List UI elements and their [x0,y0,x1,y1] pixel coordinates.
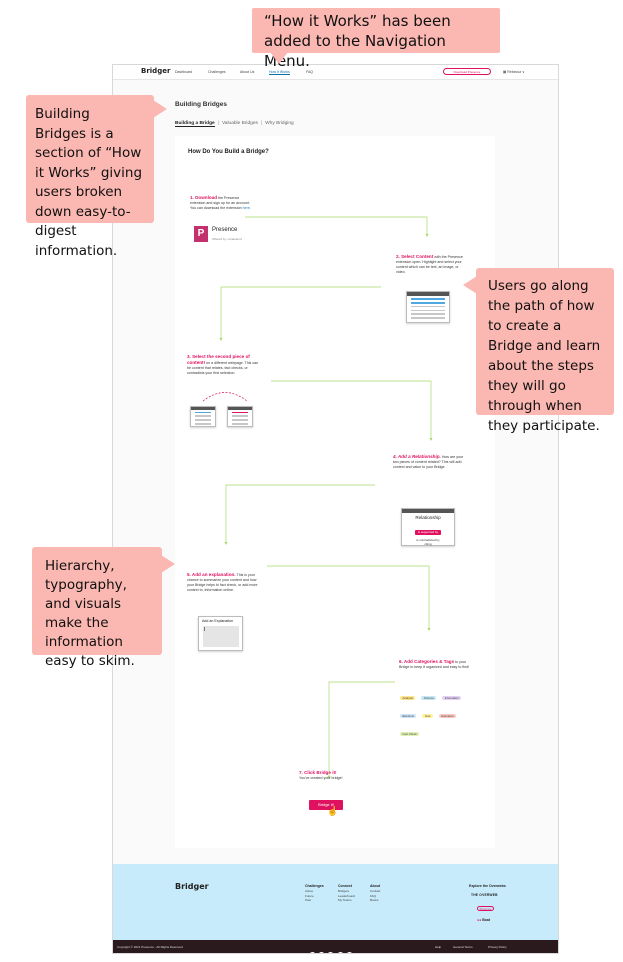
footer-col-connect: Connect Bridgers Leaderboard My Teams [338,884,356,903]
browser-frame: Bridger Dashboard Challenges About Us Ho… [112,64,559,954]
tag-chip[interactable]: Education [438,714,457,719]
explanation-title: Add an Explanation [202,619,234,623]
tag-chip[interactable]: Elections [400,714,417,719]
boat-icon: ●● [477,918,483,922]
step-2: 2. Select Content with the Presence exte… [396,254,463,274]
nav-item-how-it-works[interactable]: How It Works [269,70,290,75]
subnav-divider: | [260,121,263,126]
callout-hierarchy: Hierarchy, typography, and visuals make … [32,547,162,669]
footer-link[interactable]: Past [305,898,312,903]
explore-heading: Explore the Overwebs [469,884,506,888]
bridger-logo[interactable]: Bridger [141,67,171,75]
tag-chip[interactable]: Analysis [400,696,416,701]
second-content-illustration [227,406,253,427]
step-7: 7. Click Bridge it!You've created your b… [299,770,343,780]
footer: Bridger Challenges Active Future Past Co… [113,864,558,940]
relationship-option-selected[interactable]: is supported by [414,530,442,535]
tag-chip[interactable]: Vote [422,714,433,719]
nav-item-about-us[interactable]: About Us [240,70,255,74]
presence-extension-listing[interactable]: P Presence Offered by: curalearnd [194,226,264,246]
step-1: 1. Download the Presence extension and s… [190,195,251,210]
social-links: inigftyt [309,944,355,953]
first-content-illustration [190,406,216,427]
footer-link[interactable]: FAQ [370,893,377,898]
page-title: Building Bridges [175,101,227,108]
subnav-divider: | [217,121,219,126]
explanation-illustration: Add an Explanation [198,616,243,651]
bridge-it-button[interactable]: Bridge it! [309,800,343,810]
nav-item-challenges[interactable]: Challenges [208,70,226,74]
footer-link[interactable]: My Teams [338,898,352,903]
footer-link[interactable]: Bridgers [338,889,350,893]
step-4: 4. Add a Relationship. How are your two … [393,454,464,469]
youtube-icon[interactable]: yt [345,951,353,953]
presence-logo-icon: P [194,226,208,242]
tag-list: Analysis Science Information Elections V… [400,686,468,740]
bottom-bar: Copyright © 2021 Presence - All Rights R… [113,940,558,953]
callout-navigation: “How it Works” has been added to the Nav… [252,8,500,70]
presence-name: Presence [212,227,238,233]
path-connectors [202,216,433,779]
relationship-card: Relationship is supported by is contradi… [401,508,455,546]
subnav-why-bridging[interactable]: Why Bridging [265,121,294,126]
twitter-icon[interactable]: t [336,951,344,953]
subnav-valuable-bridges[interactable]: Valuable Bridges [221,121,258,126]
step-3: 3. Select the second piece of content! o… [187,354,259,375]
callout-arrow [161,555,175,573]
footer-link[interactable]: Active [305,889,314,893]
overweb-link[interactable]: THE OVERWEB [471,893,498,897]
relationship-option[interactable]: is contradicted by [416,538,440,542]
select-content-illustration [406,291,450,323]
callout-arrow [463,276,477,294]
help-link[interactable]: Help [435,945,442,949]
nav-item-dashboard[interactable]: Dashboard [175,70,193,74]
footer-link[interactable]: Future [305,893,314,898]
footer-link[interactable]: Contact [370,889,381,893]
callout-arrow [153,100,167,118]
callout-arrow [270,52,288,64]
footer-col-about: About Contact FAQ Books [370,884,381,903]
explanation-field[interactable] [203,626,239,647]
footer-logo[interactable]: Bridger [175,882,209,891]
user-menu[interactable]: ▦ Rebecca ∨ [503,70,525,74]
footer-col-challenges: Challenges Active Future Past [305,884,324,903]
tag-chip[interactable]: Information [442,696,462,701]
top-navigation: Bridger Dashboard Challenges About Us Ho… [113,65,558,80]
callout-building-bridges: Building Bridges is a section of “How it… [26,95,154,259]
nav-item-faq[interactable]: FAQ [306,70,314,74]
tag-chip[interactable]: Fact Check [400,732,420,737]
relationship-title: Relationship [415,515,441,520]
step-5: 5. Add an explanation. This is your chan… [187,572,258,592]
linkedin-icon[interactable]: in [309,951,316,953]
pointer-hand-icon: ☝ [327,806,339,816]
user-name: Rebecca [507,69,522,74]
main-content: Building Bridges Building a Bridge|Valua… [113,81,558,864]
instagram-icon[interactable]: ig [318,951,326,953]
text-caret [204,627,205,631]
section-subnav: Building a Bridge|Valuable Bridges|Why B… [175,121,294,127]
general-terms-link[interactable]: General Terms [453,945,473,949]
footer-link[interactable]: Leaderboard [338,893,356,898]
card-title: How Do You Build a Bridge? [188,149,269,155]
boat-link[interactable]: ●● Boat [477,918,490,922]
chevron-down-icon: ∨ [521,69,525,74]
relationship-option[interactable]: citing [424,542,432,547]
download-presence-button[interactable]: Download Presence [443,68,491,75]
download-link[interactable]: here [242,206,250,210]
presence-footer-link[interactable]: Presence [477,906,494,911]
privacy-policy-link[interactable]: Privacy Policy [488,945,507,949]
step-6: 6. Add Categories & Tags to your Bridge … [399,659,470,669]
footer-link[interactable]: Books [370,898,379,903]
callout-path: Users go along the path of how to create… [476,268,614,434]
tag-chip[interactable]: Science [421,696,437,701]
presence-offered-by: Offered by: curalearnd [212,237,242,241]
copyright: Copyright © 2021 Presence - All Rights R… [117,945,183,949]
how-to-card: How Do You Build a Bridge? [175,136,495,848]
subnav-building-a-bridge[interactable]: Building a Bridge [175,121,215,127]
facebook-icon[interactable]: f [327,951,335,953]
avatar-icon: ▦ [503,69,508,74]
